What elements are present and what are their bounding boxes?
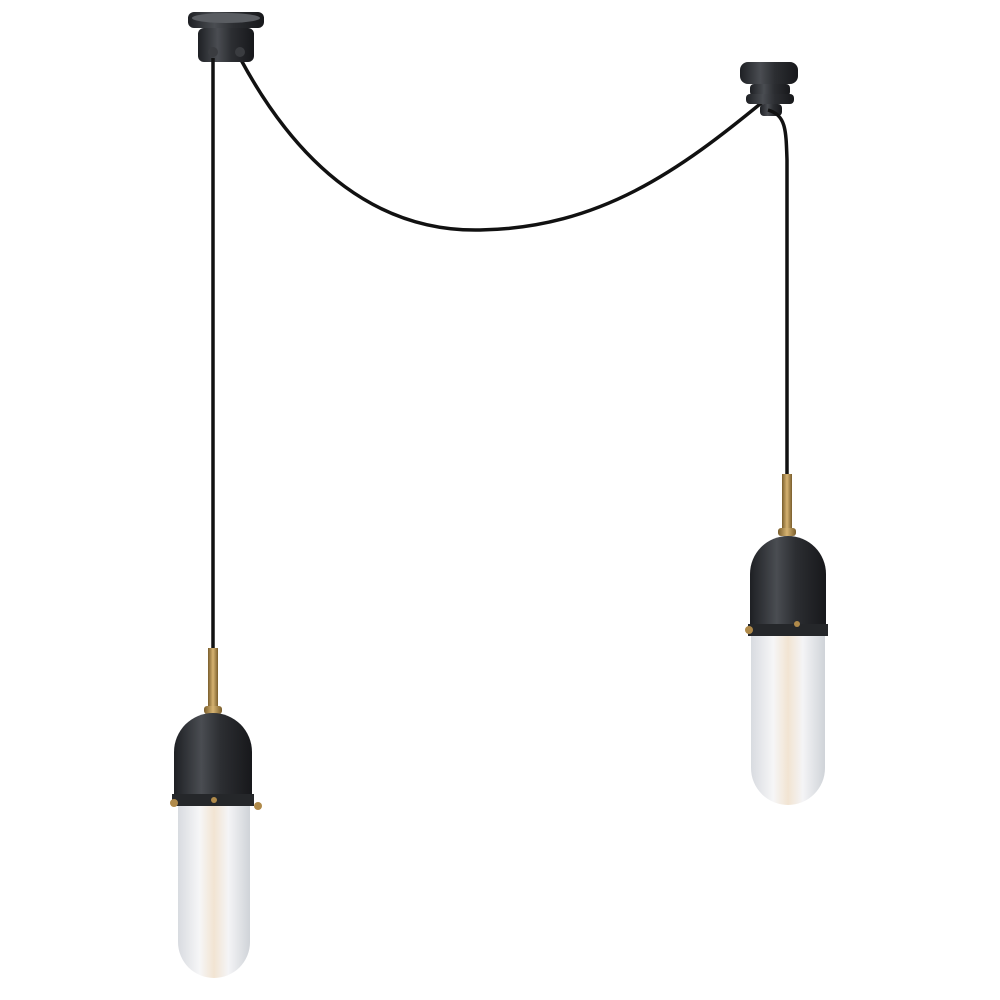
swag-cord xyxy=(238,57,767,232)
right-canopy xyxy=(740,62,798,116)
right-shade xyxy=(750,536,826,630)
left-glass xyxy=(178,806,250,978)
right-glass xyxy=(751,636,825,805)
right-pendant xyxy=(745,108,828,805)
left-canopy xyxy=(188,12,264,62)
left-shade xyxy=(174,713,252,800)
left-pendant xyxy=(170,58,262,978)
